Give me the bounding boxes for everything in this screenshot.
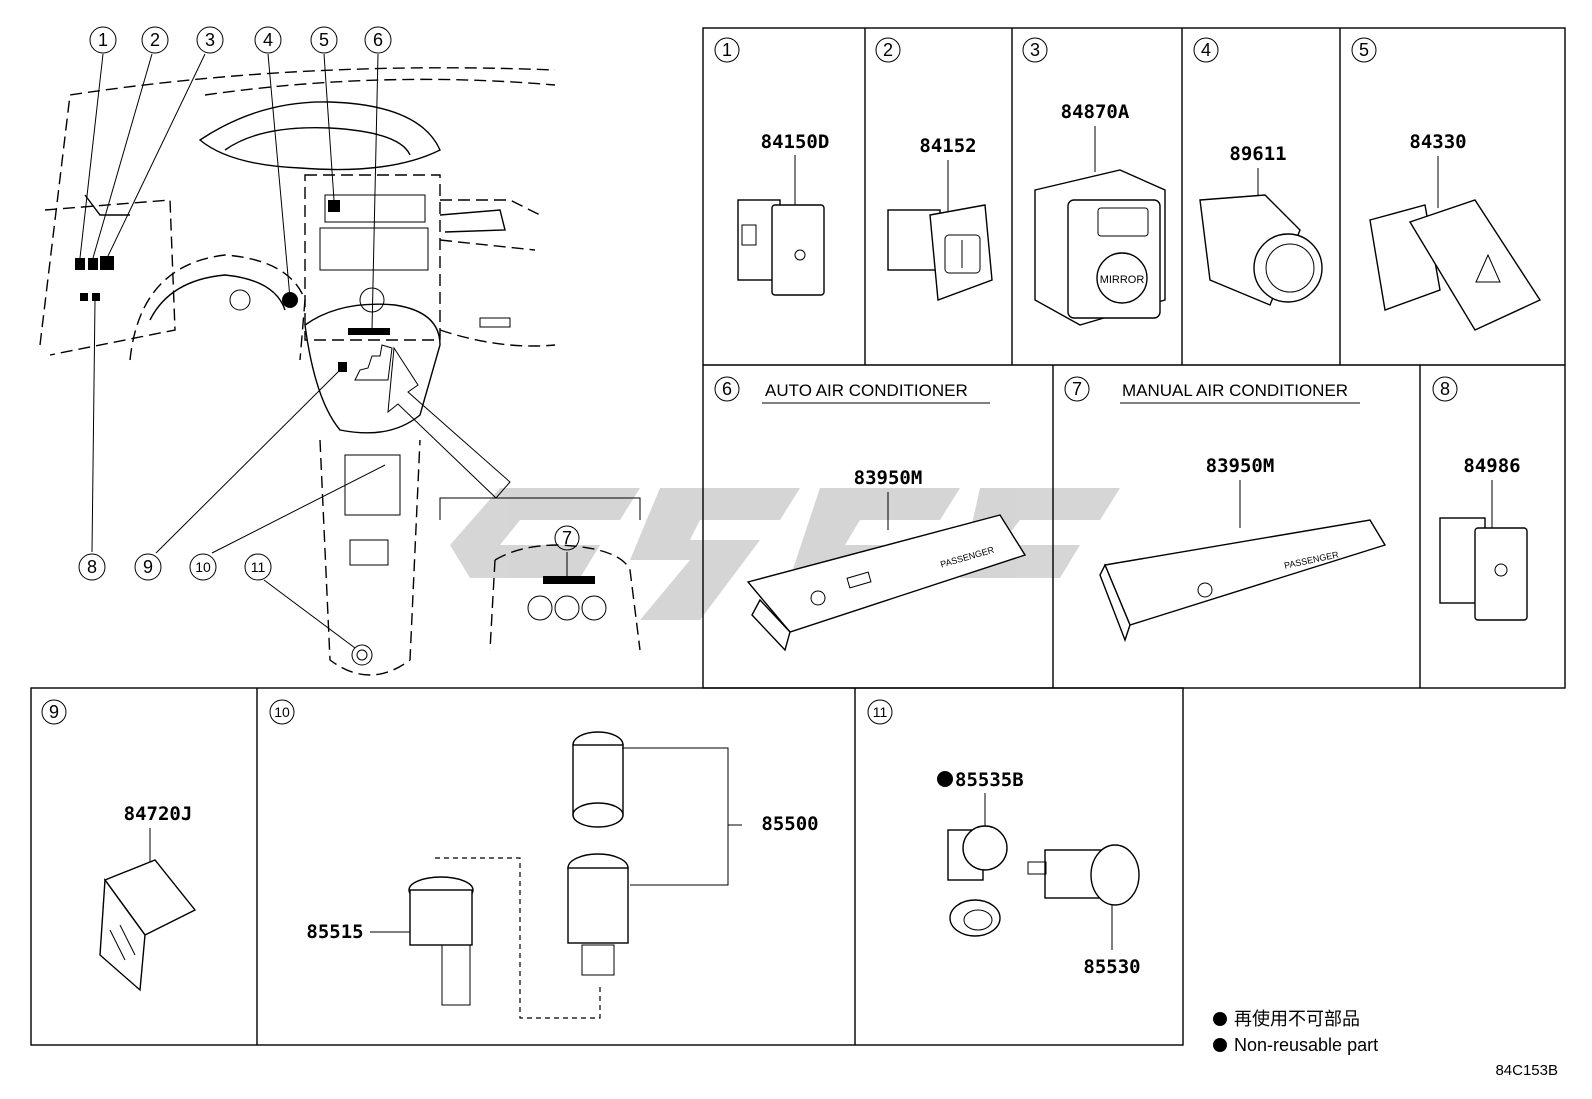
part-number: 89611 [1229, 143, 1286, 165]
callout-5: 5 [310, 26, 338, 54]
svg-text:2: 2 [150, 30, 160, 50]
callout-3: 3 [196, 26, 224, 54]
svg-text:9: 9 [143, 557, 153, 577]
section-number: 5 [1359, 40, 1369, 60]
part-number: 84330 [1409, 131, 1466, 153]
non-reusable-mark [937, 771, 953, 787]
callout-2: 2 [141, 26, 169, 54]
callout-8: 8 [78, 553, 106, 581]
section-4: 4 89611 [1193, 37, 1323, 306]
section-number: 8 [1440, 379, 1450, 399]
frame-grid [30, 27, 1566, 1046]
section-number: 7 [1072, 379, 1082, 399]
section-number: 10 [274, 704, 290, 720]
power-outlet-cap-part [947, 825, 1008, 937]
svg-text:8: 8 [87, 557, 97, 577]
callout-9: 9 [134, 553, 162, 581]
section-1: 1 84150D [714, 37, 830, 296]
section-number: 6 [722, 379, 732, 399]
callout-4: 4 [254, 26, 282, 54]
section-9: 9 84720J [41, 699, 197, 992]
section-number: 1 [722, 40, 732, 60]
callout-10: 10 [189, 553, 217, 581]
section-title: AUTO AIR CONDITIONER [765, 381, 968, 400]
section-6: 6 AUTO AIR CONDITIONER 83950M PASSENGER [714, 376, 1027, 652]
inset-callout-7: 7 [554, 525, 580, 551]
section-5: 5 84330 [1351, 37, 1542, 331]
section-10: 10 85500 85515 [269, 699, 819, 1019]
section-title: MANUAL AIR CONDITIONER [1122, 381, 1348, 400]
fog-switch-part [887, 204, 993, 301]
section-number: 11 [873, 704, 888, 720]
svg-text:10: 10 [195, 559, 211, 575]
part-number: 84870A [1061, 101, 1130, 123]
section-8: 8 84986 [1432, 376, 1528, 621]
part-number: 85530 [1083, 956, 1140, 978]
mirror-button-text: MIRROR [1100, 274, 1145, 286]
part-number: 84720J [124, 803, 193, 825]
section-7: 7 MANUAL AIR CONDITIONER 83950M PASSENGE… [1064, 376, 1387, 643]
section-number: 4 [1201, 40, 1211, 60]
legend-cn: 再使用不可部品 [1234, 1009, 1360, 1029]
section-2: 2 84152 [875, 37, 993, 301]
manual-ac-panel-part: PASSENGER [1099, 519, 1387, 643]
power-outlet-part [1027, 844, 1140, 906]
section-number: 2 [883, 40, 893, 60]
callout-6: 6 [364, 26, 392, 54]
dashboard-overview [39, 53, 641, 676]
svg-text:3: 3 [205, 30, 215, 50]
svg-text:1: 1 [98, 30, 108, 50]
svg-text:5: 5 [319, 30, 329, 50]
lighter-socket-part [567, 853, 629, 976]
diagram-code: 84C153B [1495, 1062, 1558, 1079]
svg-text:11: 11 [251, 559, 266, 575]
svg-text:4: 4 [263, 30, 273, 50]
traction-off-switch-part [1439, 517, 1528, 621]
section-number: 3 [1030, 40, 1040, 60]
mirror-switch-part: MIRROR [1034, 169, 1166, 326]
auto-ac-panel-part: PASSENGER [746, 514, 1027, 652]
section-number: 9 [49, 702, 59, 722]
part-number: 83950M [1206, 455, 1275, 477]
callout-11: 11 [244, 553, 272, 581]
legend-en: Non-reusable part [1234, 1035, 1378, 1055]
hazard-switch-part [1369, 199, 1542, 331]
overview-callouts: 1 2 3 4 5 6 8 9 10 11 7 [78, 26, 580, 581]
part-number: 85535B [955, 769, 1024, 791]
svg-text:6: 6 [373, 30, 383, 50]
callout-1: 1 [89, 26, 117, 54]
parking-switch-part [99, 859, 197, 992]
cigarette-lighter-part [572, 731, 624, 828]
part-number: 85500 [761, 813, 818, 835]
legend: 再使用不可部品 Non-reusable part [1213, 1009, 1378, 1055]
start-button-part [1199, 194, 1323, 306]
svg-text:7: 7 [562, 528, 572, 548]
section-11: 11 85535B 85530 [867, 699, 1141, 978]
socket-ring-part [408, 876, 474, 1006]
part-number: 84152 [919, 135, 976, 157]
section-3: 3 84870A MIRROR [1022, 37, 1166, 326]
part-number: 85515 [306, 921, 363, 943]
part-number: 84986 [1463, 455, 1520, 477]
headlight-switch-part [737, 199, 825, 296]
part-number: 83950M [854, 467, 923, 489]
part-number: 84150D [761, 131, 830, 153]
